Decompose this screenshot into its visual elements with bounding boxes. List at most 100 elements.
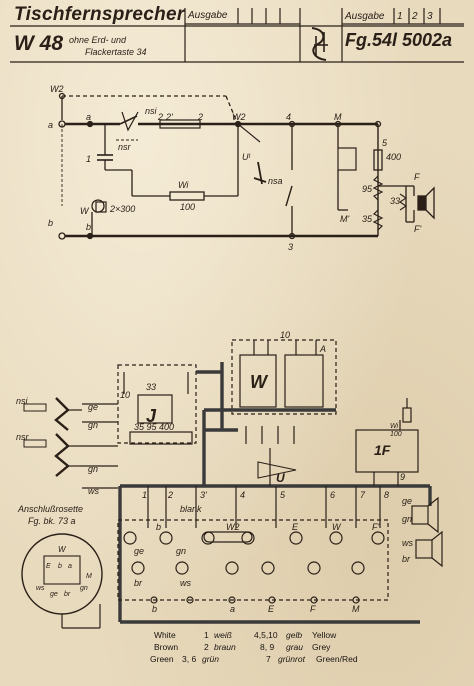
label-row-w: W <box>332 522 342 532</box>
hook-switch-nsr <box>23 433 82 477</box>
label-r33: 33 <box>390 196 400 206</box>
label-w2-mid: W2 <box>232 112 246 122</box>
label-row-ge: ge <box>134 546 144 556</box>
label-ws-lower: ws <box>88 486 99 496</box>
label-gn-lower: gn <box>88 420 98 430</box>
edition-label-right: Ausgabe <box>345 11 385 22</box>
label-r100b: 100 <box>390 431 402 438</box>
label-n4: 4 <box>286 112 291 122</box>
label-t9: 9 <box>400 472 405 482</box>
label-ul: Uᴵ <box>242 152 250 162</box>
label-w-bell: W <box>80 206 90 216</box>
label-w-relay: W <box>250 372 269 392</box>
label-u: U <box>276 471 285 485</box>
label-n33: 33 <box>146 382 156 392</box>
upper-schematic <box>58 92 435 240</box>
label-row-m: M <box>352 604 360 614</box>
label-row-br: br <box>134 578 143 588</box>
label-row-gn: gn <box>176 546 186 556</box>
edition-label-left: Ausgabe <box>188 10 228 21</box>
label-nsa: nsa <box>268 176 283 186</box>
label-rosette-ws: ws <box>36 585 45 592</box>
label-nsr: nsr <box>118 142 132 152</box>
label-m: M <box>334 112 342 122</box>
label-w2-top: W2 <box>50 84 64 94</box>
label-row-b: b <box>156 522 161 532</box>
label-rosette-b: b <box>58 563 62 570</box>
label-gn-right: gn <box>402 514 412 524</box>
subtitle-line-2: Flackertaste 34 <box>85 47 147 57</box>
label-n2b: 2 <box>197 112 203 122</box>
label-nsi: nsi <box>145 106 158 116</box>
label-row-f: F <box>310 604 316 614</box>
label-n10b: 10 <box>120 390 130 400</box>
lower-schematic <box>21 339 443 629</box>
label-fp: F' <box>414 224 421 234</box>
label-t5: 5 <box>280 490 286 500</box>
hook-switch-nsi <box>23 397 82 431</box>
label-b2: b <box>86 222 91 232</box>
label-ge-right: ge <box>402 496 412 506</box>
edition-1: 1 <box>397 11 403 22</box>
label-wi: Wi <box>178 180 189 190</box>
document-title: Tischfernsprecher <box>14 4 185 25</box>
label-rosette-m: M <box>86 573 92 580</box>
label-row-ws: ws <box>180 578 191 588</box>
label-t4: 4 <box>240 490 245 500</box>
label-b-left: b <box>48 218 53 228</box>
label-t7: 7 <box>360 490 366 500</box>
label-a2: a <box>86 112 91 122</box>
label-j-relay: J <box>146 406 157 426</box>
label-rosette-w: W <box>58 545 67 554</box>
label-t3: 3' <box>200 490 207 500</box>
label-t6: 6 <box>330 490 335 500</box>
label-rosette-a: a <box>68 563 72 570</box>
model-number: W 48 <box>14 32 64 55</box>
siemens-halske-logo <box>311 27 328 61</box>
label-a-relay: A <box>319 344 326 354</box>
label-row-e: E <box>292 522 299 532</box>
label-t1: 1 <box>142 490 147 500</box>
subtitle-line-1: ohne Erd- und <box>69 35 127 45</box>
label-row-fp: F' <box>372 522 379 532</box>
label-nsi-lower: nsi <box>16 396 29 406</box>
label-t8: 8 <box>384 490 389 500</box>
label-rosette-gn: gn <box>80 585 88 592</box>
label-anschluss-2: Fg. bk. 73 a <box>28 516 76 526</box>
label-row-b2: b <box>152 604 157 614</box>
label-f: F <box>414 172 420 182</box>
label-r35: 35 <box>362 214 373 224</box>
drawing-number: Fg.54l 5002a <box>345 30 453 50</box>
label-blank: blank <box>180 504 202 514</box>
label-r2x300: 2×300 <box>109 204 135 214</box>
label-gn2-lower: gn <box>88 464 98 474</box>
label-r35-95-400: 35 95 400 <box>134 422 174 432</box>
label-n5: 5 <box>382 138 388 148</box>
label-n2: 2 <box>157 112 163 122</box>
label-ge-lower: ge <box>88 402 98 412</box>
label-row-w2: W2 <box>226 522 240 532</box>
label-rosette-ge: ge <box>50 591 58 598</box>
label-wi-r: Wi <box>390 423 399 430</box>
label-anschluss-1: Anschlußrosette <box>17 504 83 514</box>
edition-3: 3 <box>427 11 433 22</box>
label-n3: 3 <box>288 242 293 252</box>
label-mp: M' <box>340 214 349 224</box>
label-rosette-e: E <box>46 563 51 570</box>
label-1f: 1F <box>374 442 391 458</box>
label-ws-right: ws <box>402 538 413 548</box>
edition-2: 2 <box>412 11 418 22</box>
label-n10: 10 <box>280 330 290 340</box>
label-r100: 100 <box>180 202 195 212</box>
label-r400: 400 <box>386 152 401 162</box>
label-nsr-lower: nsr <box>16 432 30 442</box>
label-a-left: a <box>48 120 53 130</box>
label-r95: 95 <box>362 184 373 194</box>
label-br-right: br <box>402 554 411 564</box>
label-n1: 1 <box>86 154 91 164</box>
label-row-e2: E <box>268 604 275 614</box>
label-rosette-br: br <box>64 591 71 598</box>
label-n2p: 2' <box>165 112 173 122</box>
